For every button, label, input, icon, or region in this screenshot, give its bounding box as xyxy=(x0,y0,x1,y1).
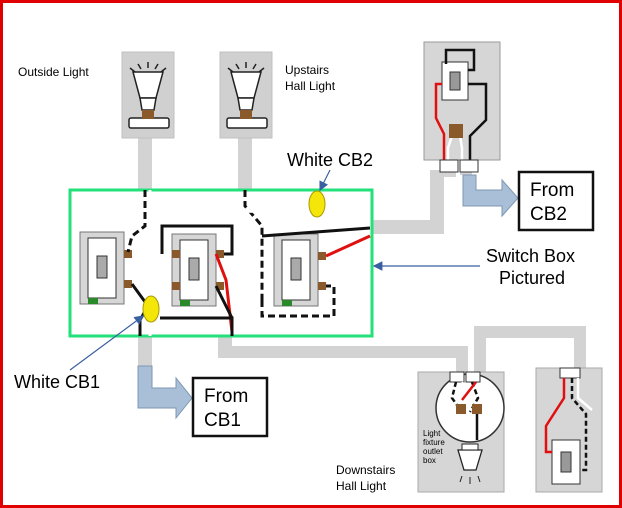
downstairs-label-line2: Hall Light xyxy=(336,479,387,493)
switch-1 xyxy=(79,231,132,305)
switch-box-label-line2: Pictured xyxy=(499,268,565,288)
from-cb1-label-line2: CB1 xyxy=(204,410,241,431)
switch-2 xyxy=(171,233,224,307)
upstairs-light-label-line2: Hall Light xyxy=(285,79,336,93)
downstairs-switch-box xyxy=(535,367,603,493)
downstairs-label-line1: Downstairs xyxy=(336,463,395,477)
white-cb2-marker xyxy=(308,190,326,218)
white-cb1-pointer xyxy=(69,315,144,371)
switch-box-wires xyxy=(126,190,371,336)
from-cb2-box xyxy=(517,170,595,232)
from-cb1-label-line1: From xyxy=(204,386,248,407)
switch-box-label-line1: Switch Box xyxy=(486,246,575,266)
top-right-switch-box xyxy=(423,41,501,173)
upstairs-light-label-line1: Upstairs xyxy=(285,63,329,77)
white-cb2-label: White CB2 xyxy=(287,150,373,170)
downstairs-fixture-box xyxy=(417,371,505,493)
fixture-label-line2: fixture xyxy=(423,438,445,447)
switch-3 xyxy=(273,233,326,307)
fixture-label-line3: outlet xyxy=(423,447,443,456)
from-cb2-label-line2: CB2 xyxy=(530,204,567,225)
outside-light-icon xyxy=(121,51,175,139)
upstairs-light-icon xyxy=(219,51,273,139)
from-cb2-arrow xyxy=(462,174,519,218)
white-cb1-marker xyxy=(142,295,160,323)
from-cb1-arrow xyxy=(137,365,193,420)
fixture-label-line1: Light xyxy=(423,429,441,438)
white-cb1-label: White CB1 xyxy=(14,372,100,392)
outside-light-label: Outside Light xyxy=(18,65,89,79)
from-cb2-label-line1: From xyxy=(530,180,574,201)
fixture-label-line4: box xyxy=(423,456,436,465)
white-cb2-pointer xyxy=(319,169,331,192)
from-cb1-box xyxy=(191,376,269,438)
